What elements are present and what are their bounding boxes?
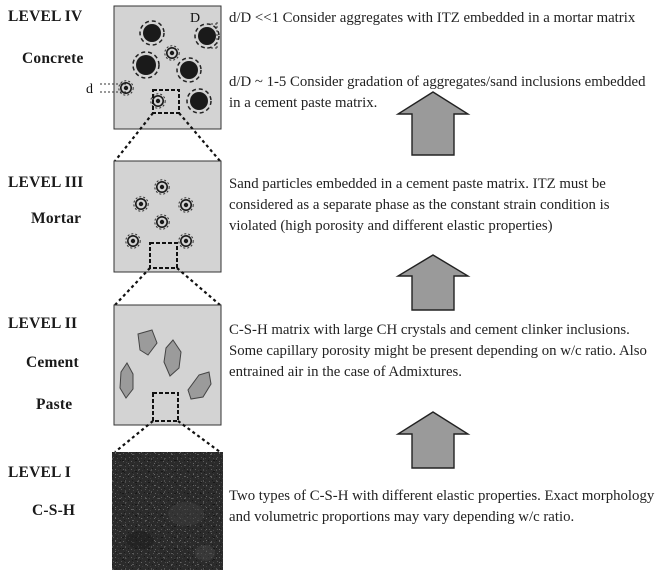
level-1-name: C-S-H bbox=[32, 502, 76, 519]
zoom-lines-4-3 bbox=[114, 112, 221, 162]
level-3-mortar-box bbox=[113, 160, 222, 273]
aggregate-particle bbox=[186, 88, 212, 114]
level-2-name-line1: Cement bbox=[26, 354, 79, 371]
up-arrow-icon bbox=[395, 254, 471, 311]
zoom-lines-2-1 bbox=[114, 420, 221, 453]
diameter-label-d: d bbox=[86, 82, 93, 97]
level-1-title: LEVEL I bbox=[8, 464, 71, 481]
ch-crystal bbox=[163, 339, 182, 377]
level-3-description: Sand particles embedded in a cement past… bbox=[229, 176, 610, 234]
aggregate-particle bbox=[176, 57, 202, 83]
level-2-description: C-S-H matrix with large CH crystals and … bbox=[229, 322, 647, 380]
level-3-name: Mortar bbox=[31, 210, 82, 227]
zoom-lines-3-2 bbox=[114, 267, 221, 306]
diameter-label-D: D bbox=[190, 11, 200, 26]
level-1-csh-micrograph bbox=[112, 452, 223, 570]
level-4-title: LEVEL IV bbox=[8, 8, 83, 25]
level-2-cement-paste-box bbox=[113, 304, 222, 426]
aggregate-particle bbox=[139, 20, 165, 46]
level-4-description-2: d/D ~ 1-5 Consider gradation of aggregat… bbox=[229, 74, 646, 111]
level-4-concrete-box: D d bbox=[86, 5, 222, 130]
level-4-name: Concrete bbox=[22, 50, 84, 67]
level-2-name-line2: Paste bbox=[36, 396, 73, 413]
ch-crystal bbox=[119, 362, 134, 399]
clinker-inclusion bbox=[187, 371, 212, 400]
up-arrow-icon bbox=[395, 91, 471, 156]
ch-crystal bbox=[137, 329, 158, 356]
level-2-title: LEVEL II bbox=[8, 315, 78, 332]
level-3-title: LEVEL III bbox=[8, 174, 84, 191]
up-arrow-icon bbox=[395, 411, 471, 469]
level-1-description: Two types of C-S-H with different elasti… bbox=[229, 488, 655, 525]
aggregate-particle bbox=[132, 51, 160, 79]
level-4-description-1: d/D <<1 Consider aggregates with ITZ emb… bbox=[229, 10, 636, 26]
